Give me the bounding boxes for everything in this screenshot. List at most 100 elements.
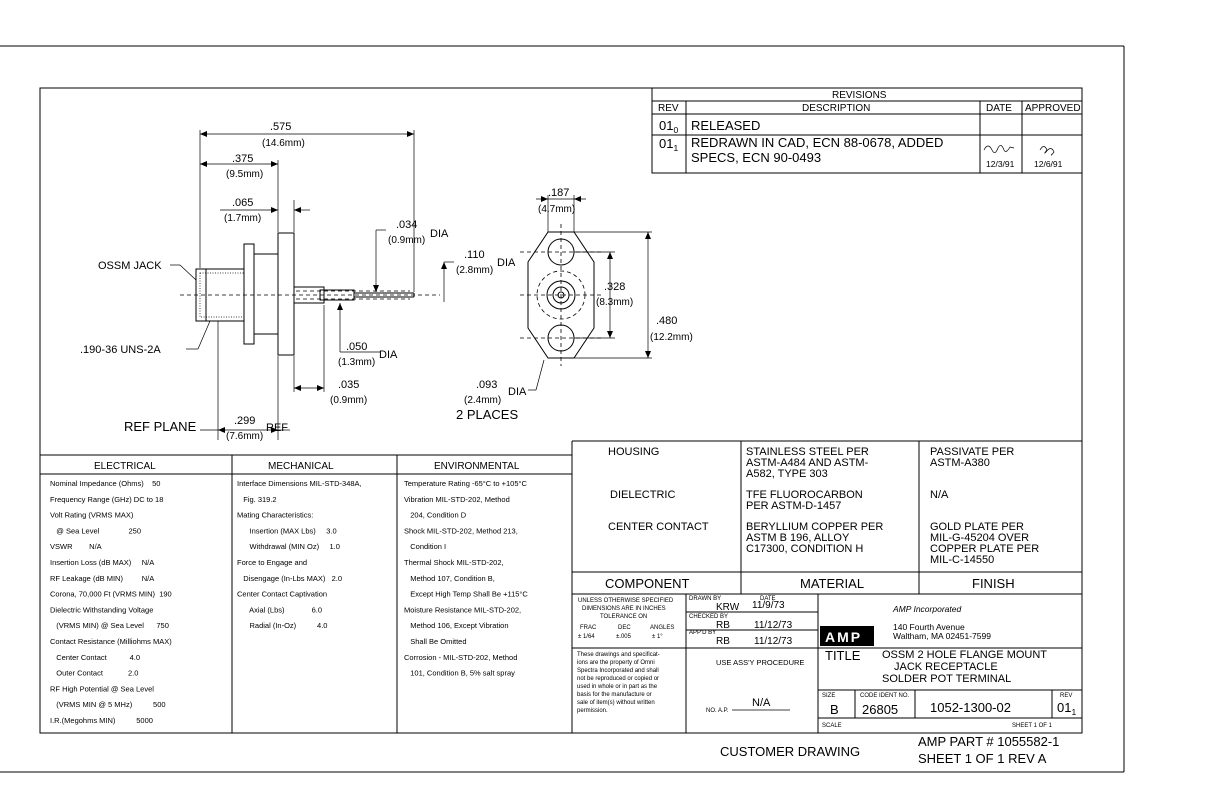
mechanical-spec-line: Interface Dimensions MIL-STD-348A,: [237, 479, 362, 488]
environmental-spec-line: Condition I: [404, 542, 446, 551]
dim-299-ref: REF: [266, 422, 288, 434]
specs-table: ELECTRICAL MECHANICAL ENVIRONMENTAL: [40, 454, 572, 733]
environmental-header: ENVIRONMENTAL: [434, 461, 520, 472]
housing-component: HOUSING: [608, 446, 659, 458]
dielectric-material-1: TFE FLUOROCARBON: [746, 489, 863, 501]
rev-label: REV: [1060, 693, 1072, 699]
electrical-spec-line: (VRMS MIN @ 5 MHz) 500: [50, 700, 166, 709]
sheet-rev: SHEET 1 OF 1 REV A: [918, 751, 1047, 766]
housing-material-3: A582, TYPE 303: [746, 468, 828, 480]
code-ident-label: CODE IDENT NO.: [860, 693, 910, 699]
dim-035-mm: (0.9mm): [330, 395, 367, 406]
checked-date: 11/12/73: [754, 620, 793, 631]
dim-034-dia: DIA: [430, 228, 449, 240]
checked-by-label: CHECKED BY: [689, 614, 728, 620]
mechanical-spec-line: Axial (Lbs) 6.0: [237, 605, 322, 614]
dim-110: .110: [464, 249, 485, 261]
drawing-number: 1052-1300-02: [930, 700, 1011, 715]
angles-label: ANGLES: [650, 625, 674, 631]
housing-material-1: STAINLESS STEEL PER: [746, 446, 869, 458]
electrical-spec-line: RF High Potential @ Sea Level: [50, 684, 154, 693]
angles-value: ± 1°: [652, 634, 663, 640]
mechanical-header: MECHANICAL: [268, 461, 334, 472]
revisions-title: REVISIONS: [832, 90, 887, 101]
drawn-date: 11/9/73: [752, 600, 785, 611]
size-label: SIZE: [822, 693, 835, 699]
dielectric-component: DIELECTRIC: [610, 489, 675, 501]
proprietary-5: used in whole or in part as the: [577, 684, 658, 690]
title-line-2: JACK RECEPTACLE: [894, 661, 998, 673]
drawing-frame: [39, 87, 1083, 734]
electrical-spec-line: RF Leakage (dB MIN) N/A: [50, 574, 154, 583]
environmental-spec-line: Temperature Rating -65°C to +105°C: [404, 479, 528, 488]
amp-logo-text: AMP: [825, 629, 862, 645]
electrical-header: ELECTRICAL: [94, 461, 156, 472]
dec-label: DEC: [618, 625, 631, 631]
approved-by-label: APP'D BY: [689, 630, 716, 636]
dim-065-mm: (1.7mm): [224, 213, 261, 224]
environmental-spec-line: Except High Temp Shall Be +115°C: [404, 590, 528, 599]
dielectric-finish-1: N/A: [930, 489, 949, 501]
mechanical-spec-line: Fig. 319.2: [237, 495, 277, 504]
code-ident-value: 26805: [862, 702, 898, 717]
size-value: B: [830, 702, 839, 717]
title-line-3: SOLDER POT TERMINAL: [882, 673, 1011, 685]
rev-value: 011: [1057, 700, 1076, 717]
environmental-spec-line: Method 106, Except Vibration: [404, 621, 509, 630]
dim-110-mm: (2.8mm): [456, 265, 493, 276]
mechanical-spec-line: Disengage (In-Lbs MAX) 2.0: [237, 574, 342, 583]
dim-375: .375: [232, 153, 253, 165]
environmental-specs: Temperature Rating -65°C to +105°CVibrat…: [404, 479, 528, 678]
center-contact-finish-3: COPPER PLATE PER: [930, 543, 1039, 555]
dec-value: ±.005: [616, 634, 632, 640]
environmental-spec-line: 204, Condition D: [404, 511, 467, 520]
rev-row-2-desc-2: SPECS, ECN 90-0493: [691, 150, 821, 165]
rev-row-2-date: 12/3/91: [986, 159, 1015, 169]
dim-328: .328: [604, 281, 625, 293]
amp-logo: [820, 626, 874, 646]
title-label: TITLE: [825, 648, 861, 663]
date-col-header: DATE: [986, 103, 1012, 114]
dim-299-mm: (7.6mm): [226, 431, 263, 442]
approved-col-header: APPROVED: [1025, 103, 1081, 114]
dim-110-dia: DIA: [497, 257, 516, 269]
center-contact-finish-1: GOLD PLATE PER: [930, 521, 1024, 533]
electrical-spec-line: Outer Contact 2.0: [50, 669, 138, 678]
use-assy-procedure: USE ASS'Y PROCEDURE: [716, 658, 804, 667]
two-places-label: 2 PLACES: [456, 407, 518, 422]
electrical-spec-line: I.R.(Megohms MIN) 5000: [50, 716, 153, 725]
electrical-spec-line: (VRMS MIN) @ Sea Level 750: [50, 621, 169, 630]
proprietary-4: not be reproduced or copied or: [577, 676, 659, 682]
dim-050: .050: [346, 341, 367, 353]
electrical-spec-line: Center Contact 4.0: [50, 653, 140, 662]
dim-575: .575: [270, 121, 291, 133]
dielectric-material-2: PER ASTM-D-1457: [746, 500, 841, 512]
environmental-spec-line: Shock MIL-STD-202, Method 213,: [404, 526, 518, 535]
proprietary-2: ions are the property of Omni: [577, 660, 655, 666]
drawn-by: KRW: [716, 602, 740, 613]
date-signature: [983, 145, 1015, 153]
approved-date: 11/12/73: [754, 636, 793, 647]
approved-by: RB: [716, 636, 730, 647]
electrical-spec-line: VSWR N/A: [50, 542, 102, 551]
front-view: .187 (4.7mm) .328 (8.3mm) .480 (12.2mm) …: [456, 187, 693, 422]
revisions-table: REVISIONS REV DESCRIPTION DATE APPROVED …: [651, 87, 1083, 174]
frac-label: FRAC: [580, 625, 597, 631]
description-col-header: DESCRIPTION: [802, 103, 870, 114]
approval-signature: [1039, 146, 1055, 156]
company-name: AMP Incorporated: [892, 604, 961, 614]
center-contact-finish-4: MIL-C-14550: [930, 554, 994, 566]
ossm-jack-label: OSSM JACK: [98, 260, 162, 272]
dim-187: .187: [548, 187, 569, 199]
electrical-spec-line: Volt Rating (VRMS MAX): [50, 511, 134, 520]
electrical-spec-line: Insertion Loss (dB MAX) N/A: [50, 558, 154, 567]
title-line-1: OSSM 2 HOLE FLANGE MOUNT: [882, 649, 1047, 661]
mechanical-spec-line: Insertion (MAX Lbs) 3.0: [237, 526, 337, 535]
electrical-spec-line: @ Sea Level 250: [50, 526, 141, 535]
thread-label: .190-36 UNS-2A: [80, 344, 161, 356]
assy-na: N/A: [752, 697, 771, 709]
sheet-label: SHEET 1 OF 1: [1012, 723, 1053, 729]
environmental-spec-line: Shall Be Omitted: [404, 637, 467, 646]
center-contact-material-2: ASTM B 196, ALLOY: [746, 532, 850, 544]
